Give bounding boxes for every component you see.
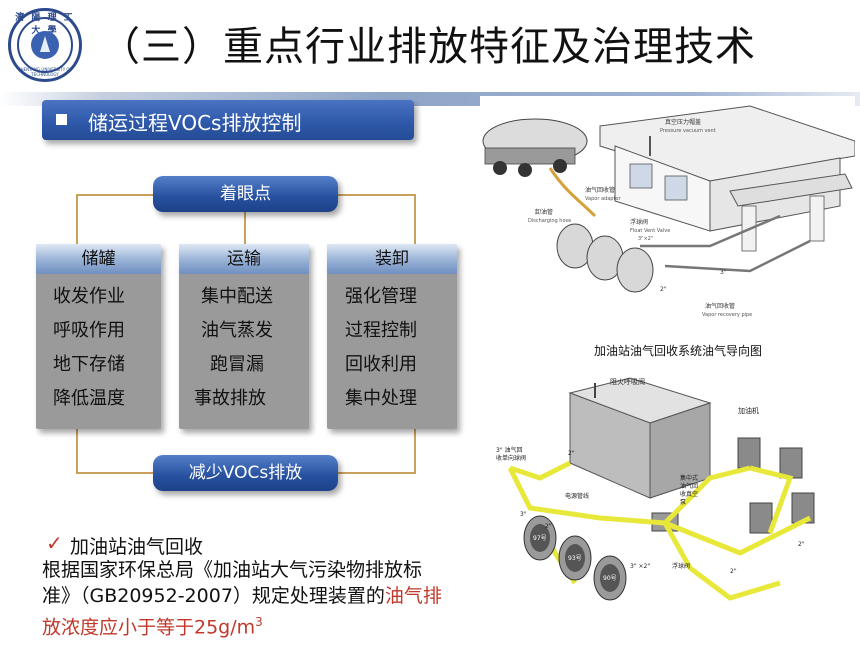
column-header-loading: 装卸 — [327, 244, 457, 274]
logo-emblem-icon — [31, 31, 59, 59]
illus-label: 2" — [798, 541, 805, 548]
column-item: 跑冒漏 — [210, 354, 264, 375]
illus-label: 2" — [568, 450, 575, 457]
illus-label: 真空压力帽盖 — [665, 118, 701, 126]
illus-label: Discharging hose — [528, 218, 571, 224]
middle-connector — [244, 211, 246, 246]
column-header-storage: 储罐 — [36, 244, 161, 274]
illus-label: 泵 — [680, 499, 686, 506]
illus-label: 90号 — [603, 575, 617, 582]
column-item: 降低温度 — [53, 388, 125, 409]
illus-label: 浮球阀 — [630, 218, 648, 226]
column-item: 地下存储 — [53, 354, 125, 375]
column-item: 呼吸作用 — [53, 320, 125, 341]
illus-label: 3"×2" — [638, 236, 653, 242]
illus-label: 电源管线 — [565, 492, 589, 500]
column-item: 过程控制 — [345, 320, 417, 341]
focus-point-pill: 着眼点 — [153, 176, 338, 212]
illus-label: 卸油管 — [535, 208, 553, 216]
column-header-transport: 运输 — [179, 244, 309, 274]
regulation-superscript: 3 — [255, 615, 263, 629]
regulation-text: 根据国家环保总局《加油站大气污染物排放标 准》（GB20952-2007）规定处… — [42, 557, 512, 640]
illus-label: 3" — [520, 511, 527, 518]
illus-label: 阻火呼吸阀 — [610, 377, 645, 386]
column-item: 油气蒸发 — [201, 320, 273, 341]
illus-label: Vapor adaptor — [585, 196, 621, 202]
illus-label: 收真空 — [680, 490, 698, 498]
section-banner: 储运过程VOCs排放控制 — [42, 100, 414, 140]
illus-label: 2" — [730, 568, 737, 575]
gas-station-illustration: 真空压力帽盖 Pressure vacuum vent 油气回收管 Vapor … — [480, 96, 855, 331]
illus-label: Float Vent Valve — [630, 228, 670, 234]
illus-label: 3" ×2" — [630, 563, 650, 570]
column-item: 集中处理 — [345, 388, 417, 409]
illus-label: 3" — [720, 269, 727, 276]
logo-ring — [17, 17, 73, 73]
regulation-line-2: 准》（GB20952-2007）规定处理装置的油气排 — [42, 583, 512, 609]
reduce-vocs-pill: 减少VOCs排放 — [153, 455, 338, 491]
illus-label: 收单向球阀 — [496, 454, 526, 462]
illustration-caption: 加油站油气回收系统油气导向图 — [594, 344, 763, 358]
illus-label: 油气回 — [680, 482, 698, 490]
section-banner-label: 储运过程VOCs排放控制 — [88, 111, 302, 135]
regulation-line-1: 根据国家环保总局《加油站大气污染物排放标 — [42, 559, 423, 581]
illus-label: 93号 — [568, 555, 582, 562]
illus-label: 浮球阀 — [672, 562, 690, 570]
vapor-recovery-diagram: 阻火呼吸阀 加油机 3" 油气回 收单向球阀 2" 电源管线 集中式 油气回 收… — [480, 368, 855, 623]
column-item: 强化管理 — [345, 286, 417, 307]
illus-label: 97号 — [533, 535, 547, 542]
loading-column — [327, 244, 457, 429]
university-logo: 瀋 陽 理 工 大 學 SHENYANG UNIVERSITY OF TECHN… — [8, 8, 82, 82]
regulation-highlight-2: 放浓度应小于等于25g/m — [42, 616, 256, 639]
illus-label: Pressure vacuum vent — [660, 128, 716, 134]
illus-label: 2" — [660, 286, 667, 293]
check-icon: ✓ — [46, 531, 63, 555]
logo-text-bottom: SHENYANG UNIVERSITY OF TECHNOLOGY — [18, 67, 72, 77]
illus-label: 油气回收管 — [585, 186, 615, 194]
column-item: 事故排放 — [194, 388, 266, 409]
square-bullet-icon — [56, 114, 67, 125]
illus-label: 加油机 — [738, 406, 759, 415]
column-item: 收发作业 — [53, 286, 125, 307]
column-item: 集中配送 — [201, 286, 273, 307]
illus-label: 3" 油气回 — [496, 446, 523, 454]
bullet-label: 加油站油气回收 — [70, 536, 204, 558]
illus-label: Vapor recovery pipe — [702, 312, 752, 318]
illus-label: 油气回收管 — [705, 302, 735, 310]
regulation-line-3: 放浓度应小于等于25g/m3 — [42, 609, 512, 640]
regulation-highlight-1: 油气排 — [384, 585, 442, 607]
column-item: 回收利用 — [345, 354, 417, 375]
storage-tank-column — [36, 244, 161, 429]
illus-label: 2" — [545, 523, 552, 530]
regulation-line-2-text: 准》（GB20952-2007）规定处理装置的 — [42, 585, 385, 607]
transport-column — [179, 244, 309, 429]
illus-label: 集中式 — [680, 474, 698, 482]
page-title: （三）重点行业排放特征及治理技术 — [100, 24, 756, 70]
